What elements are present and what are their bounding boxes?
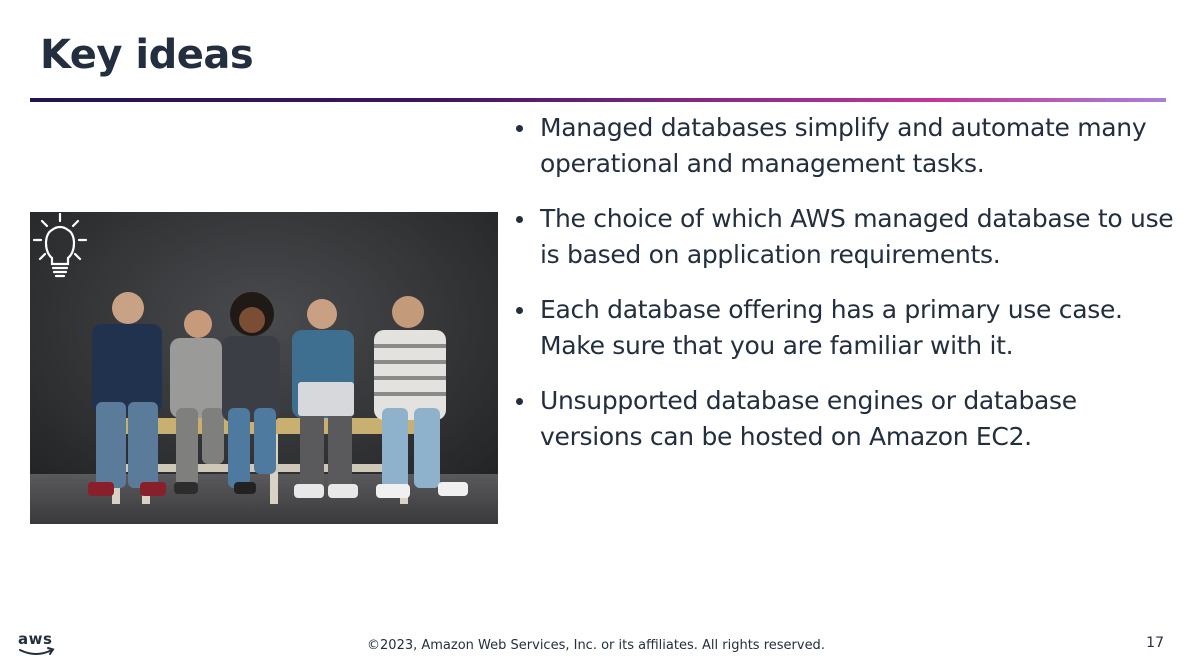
slide-title: Key ideas [40,32,254,78]
key-ideas-list: Managed databases simplify and automate … [514,110,1174,474]
bullet-item: Unsupported database engines or database… [514,383,1174,455]
aws-logo-icon: aws [18,630,58,658]
bullet-dot-icon [516,216,523,223]
bullet-dot-icon [516,125,523,132]
bullet-item: The choice of which AWS managed database… [514,201,1174,273]
copyright-footer: ©2023, Amazon Web Services, Inc. or its … [367,638,825,653]
bullet-text: Unsupported database engines or database… [540,386,1077,451]
bullet-dot-icon [516,307,523,314]
page-number: 17 [1146,635,1164,651]
bullet-dot-icon [516,398,523,405]
bullet-text: Managed databases simplify and automate … [540,113,1147,178]
title-divider [30,98,1166,102]
bullet-item: Each database offering has a primary use… [514,292,1174,364]
bullet-text: Each database offering has a primary use… [540,295,1123,360]
aws-logo-text: aws [18,630,53,648]
team-photo [30,212,498,524]
bullet-text: The choice of which AWS managed database… [540,204,1174,269]
lightbulb-icon [32,212,88,278]
bullet-item: Managed databases simplify and automate … [514,110,1174,182]
